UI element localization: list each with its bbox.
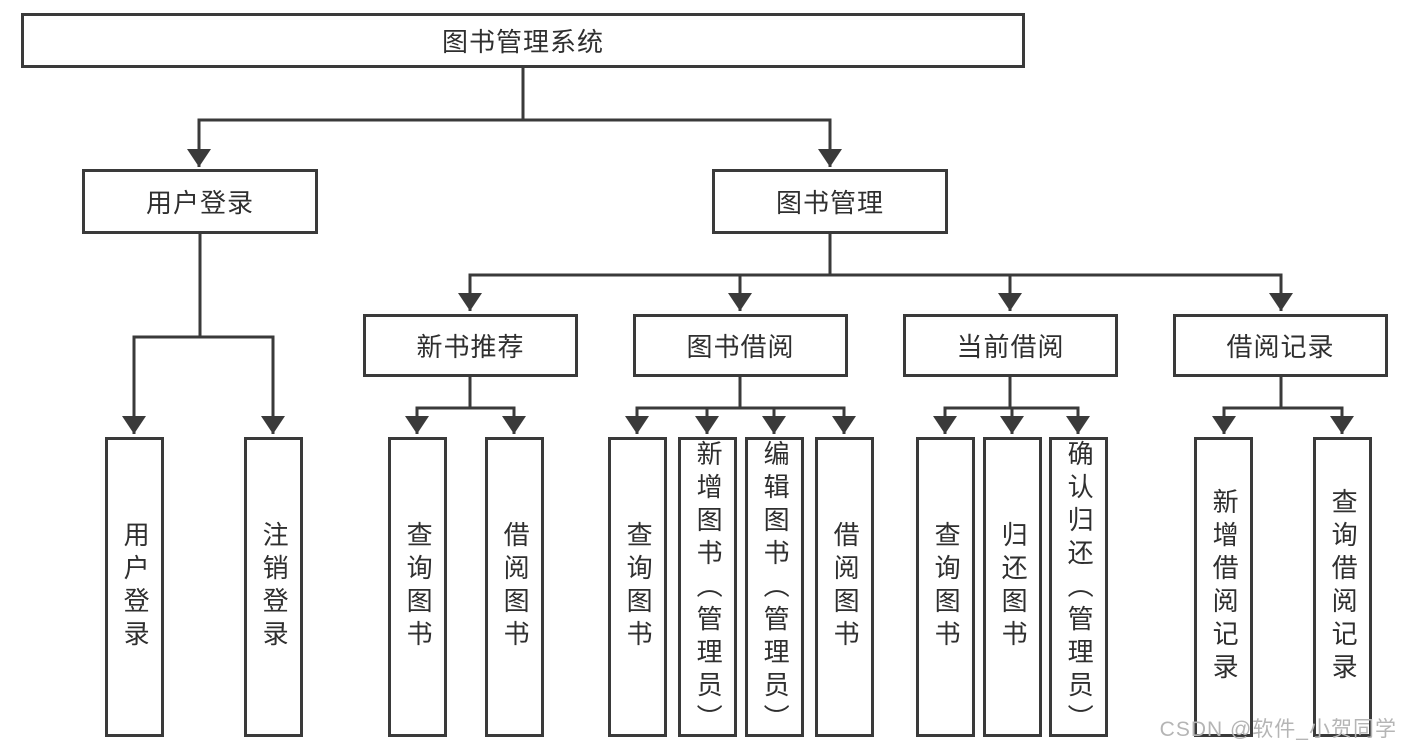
leaf-recommend-query-books-label: 查询图书 <box>403 521 434 653</box>
connector-root-to-level2 <box>187 68 842 167</box>
node-book-borrow-label: 图书借阅 <box>686 332 795 362</box>
leaf-recommend-query-books: 查询图书 <box>388 437 447 737</box>
leaf-logout: 注销登录 <box>244 437 303 737</box>
node-root-system: 图书管理系统 <box>21 13 1025 68</box>
leaf-current-query-books-label: 查询图书 <box>931 521 962 653</box>
node-book-borrow: 图书借阅 <box>633 314 848 377</box>
leaf-edit-books-admin: 编辑图书（管理员） <box>745 437 804 737</box>
node-book-management-label: 图书管理 <box>775 188 884 218</box>
node-root-system-label: 图书管理系统 <box>441 27 604 57</box>
leaf-add-borrow-record-label: 新增借阅记录 <box>1209 488 1240 686</box>
node-new-book-recommend-label: 新书推荐 <box>416 332 525 362</box>
leaf-borrow-borrow-books: 借阅图书 <box>815 437 874 737</box>
leaf-confirm-return-admin-label: 确认归还（管理员） <box>1064 440 1095 737</box>
leaf-return-books: 归还图书 <box>983 437 1042 737</box>
leaf-add-books-admin-label: 新增图书（管理员） <box>693 440 724 737</box>
leaf-edit-books-admin-label: 编辑图书（管理员） <box>760 440 791 737</box>
leaf-recommend-borrow-books-label: 借阅图书 <box>500 521 531 653</box>
node-borrow-records-label: 借阅记录 <box>1226 332 1335 362</box>
leaf-query-borrow-record: 查询借阅记录 <box>1313 437 1372 737</box>
leaf-logout-label: 注销登录 <box>259 521 290 653</box>
leaf-query-borrow-record-label: 查询借阅记录 <box>1328 488 1359 686</box>
connector-book-management-to-level3 <box>458 234 1293 311</box>
leaf-borrow-borrow-books-label: 借阅图书 <box>830 521 861 653</box>
csdn-watermark: CSDN @软件_小贺同学 <box>1159 718 1397 741</box>
leaf-borrow-query-books: 查询图书 <box>608 437 667 737</box>
connector-borrow-records-to-leaves <box>1212 377 1354 434</box>
leaf-return-books-label: 归还图书 <box>998 521 1029 653</box>
node-borrow-records: 借阅记录 <box>1173 314 1388 377</box>
node-new-book-recommend: 新书推荐 <box>363 314 578 377</box>
leaf-current-query-books: 查询图书 <box>916 437 975 737</box>
node-book-management: 图书管理 <box>712 169 948 234</box>
leaf-recommend-borrow-books: 借阅图书 <box>485 437 544 737</box>
leaf-user-login: 用户登录 <box>105 437 164 737</box>
connector-book-borrow-to-leaves <box>625 377 856 434</box>
connector-new-book-to-leaves <box>405 377 526 434</box>
connector-user-login-to-leaves <box>122 234 285 434</box>
node-user-login-label: 用户登录 <box>145 188 254 218</box>
leaf-add-books-admin: 新增图书（管理员） <box>678 437 737 737</box>
leaf-borrow-query-books-label: 查询图书 <box>623 521 654 653</box>
leaf-add-borrow-record: 新增借阅记录 <box>1194 437 1253 737</box>
connector-current-borrow-to-leaves <box>933 377 1090 434</box>
leaf-user-login-label: 用户登录 <box>120 521 151 653</box>
node-user-login: 用户登录 <box>82 169 318 234</box>
node-current-borrow: 当前借阅 <box>903 314 1118 377</box>
leaf-confirm-return-admin: 确认归还（管理员） <box>1049 437 1108 737</box>
node-current-borrow-label: 当前借阅 <box>956 332 1065 362</box>
